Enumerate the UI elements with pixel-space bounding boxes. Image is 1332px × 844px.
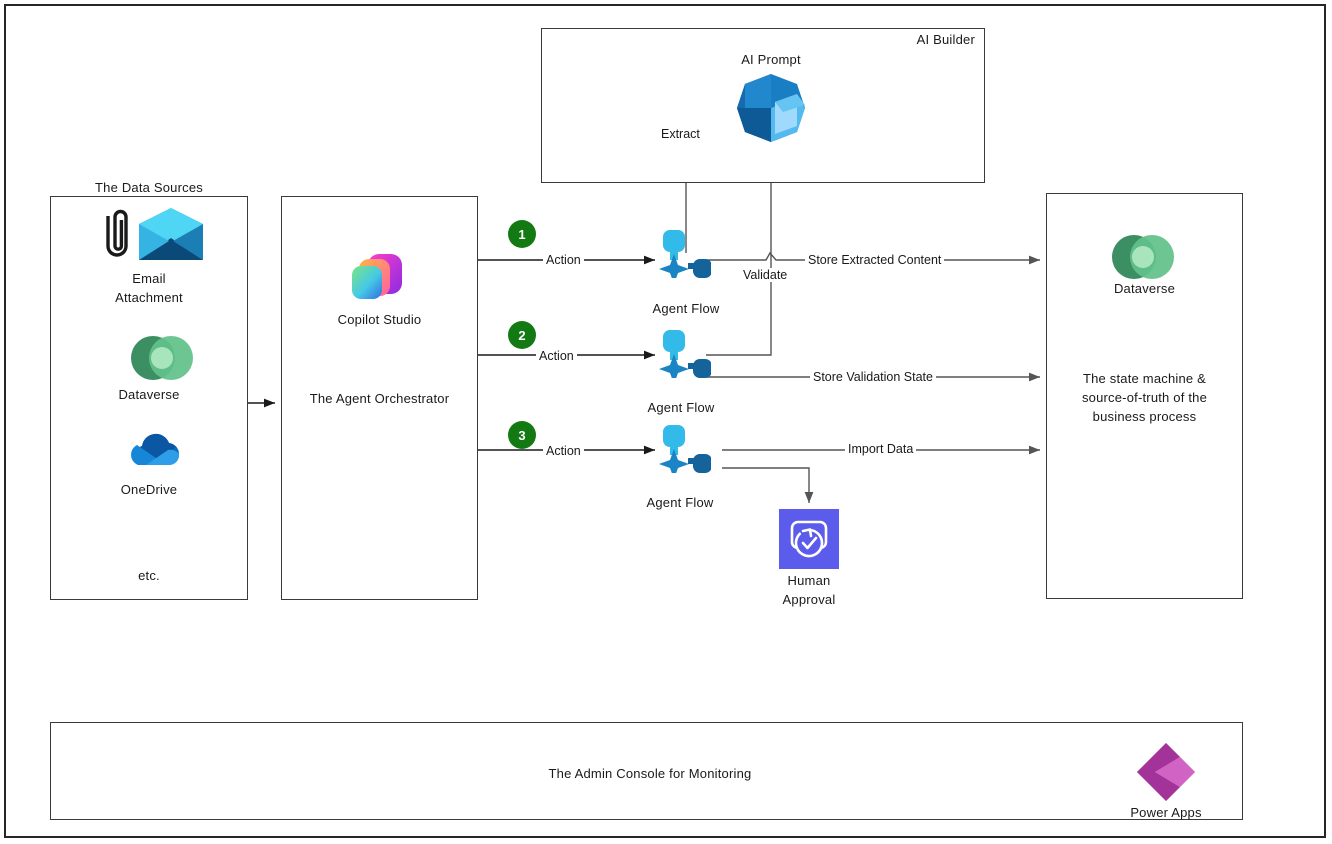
orchestrator-role-label: The Agent Orchestrator: [309, 391, 450, 406]
step-badge-2: 2: [508, 321, 536, 349]
copilot-studio-label: Copilot Studio: [337, 312, 422, 327]
data-sources-panel: [50, 196, 248, 600]
human-approval-label-line1: Human: [787, 573, 831, 588]
human-approval-icon: [779, 509, 839, 569]
store-extracted-content-label: Store Extracted Content: [805, 253, 945, 267]
action-label-2: Action: [536, 349, 577, 363]
agent-flow-icon-1: [655, 230, 712, 284]
agent-flow-label-3: Agent Flow: [646, 495, 714, 510]
step-badge-3: 3: [508, 421, 536, 449]
extract-edge-label: Extract: [658, 127, 703, 141]
ai-prompt-label: AI Prompt: [741, 52, 801, 67]
onedrive-label: OneDrive: [120, 482, 178, 497]
admin-console-label: The Admin Console for Monitoring: [548, 766, 752, 781]
dataverse-store-desc-line2: source-of-truth of the: [1081, 390, 1208, 405]
dataverse-store-label: Dataverse: [1113, 281, 1176, 296]
agent-flow-label-1: Agent Flow: [652, 301, 720, 316]
data-sources-caption: The Data Sources: [95, 180, 203, 195]
action-label-1: Action: [543, 253, 584, 267]
onedrive-icon: [124, 432, 190, 476]
admin-console-panel: [50, 722, 1243, 820]
step-badge-1: 1: [508, 220, 536, 248]
store-validation-state-label: Store Validation State: [810, 370, 936, 384]
agent-flow-icon-2: [655, 330, 712, 384]
email-attachment-label-line1: Email: [132, 271, 166, 286]
outer-frame: [4, 4, 1326, 838]
power-apps-label: Power Apps: [1130, 805, 1202, 820]
action-label-3: Action: [543, 444, 584, 458]
dataverse-store-desc-line3: business process: [1092, 409, 1197, 424]
dataverse-store-icon: [1112, 232, 1174, 282]
ai-builder-caption: AI Builder: [916, 32, 975, 47]
agent-flow-label-2: Agent Flow: [647, 400, 715, 415]
etc-label: etc.: [138, 568, 160, 583]
power-apps-icon: [1135, 741, 1197, 803]
copilot-studio-icon: [348, 248, 406, 306]
dataverse-store-desc-line1: The state machine &: [1082, 371, 1207, 386]
agent-flow-icon-3: [655, 425, 712, 479]
email-attachment-icon: [95, 208, 207, 266]
validate-edge-label: Validate: [740, 268, 791, 282]
ai-prompt-icon: [735, 72, 807, 144]
dataverse-icon: [131, 333, 193, 383]
email-attachment-label-line2: Attachment: [115, 290, 183, 305]
dataverse-source-label: Dataverse: [118, 387, 180, 402]
import-data-label: Import Data: [845, 442, 917, 456]
human-approval-label-line2: Approval: [782, 592, 836, 607]
